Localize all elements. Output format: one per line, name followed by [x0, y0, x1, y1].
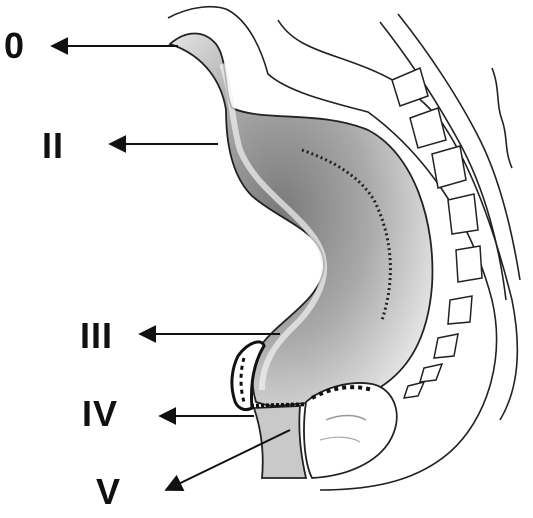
segment-3 [432, 146, 466, 188]
label-five: V [96, 474, 121, 510]
label-two: II [42, 128, 64, 164]
segment-2 [410, 108, 446, 148]
anal-canal [254, 406, 306, 478]
sacrum-wiggle [492, 68, 512, 168]
segment-9 [404, 382, 424, 398]
segment-5 [456, 246, 482, 282]
segment-1 [392, 68, 428, 106]
label-three: III [80, 318, 113, 354]
label-zero: 0 [4, 28, 25, 64]
segment-6 [448, 296, 472, 324]
label-four: IV [82, 396, 118, 432]
segment-7 [434, 334, 458, 358]
segment-8 [420, 364, 442, 382]
segment-4 [448, 194, 478, 234]
sphincter-right [304, 383, 397, 478]
